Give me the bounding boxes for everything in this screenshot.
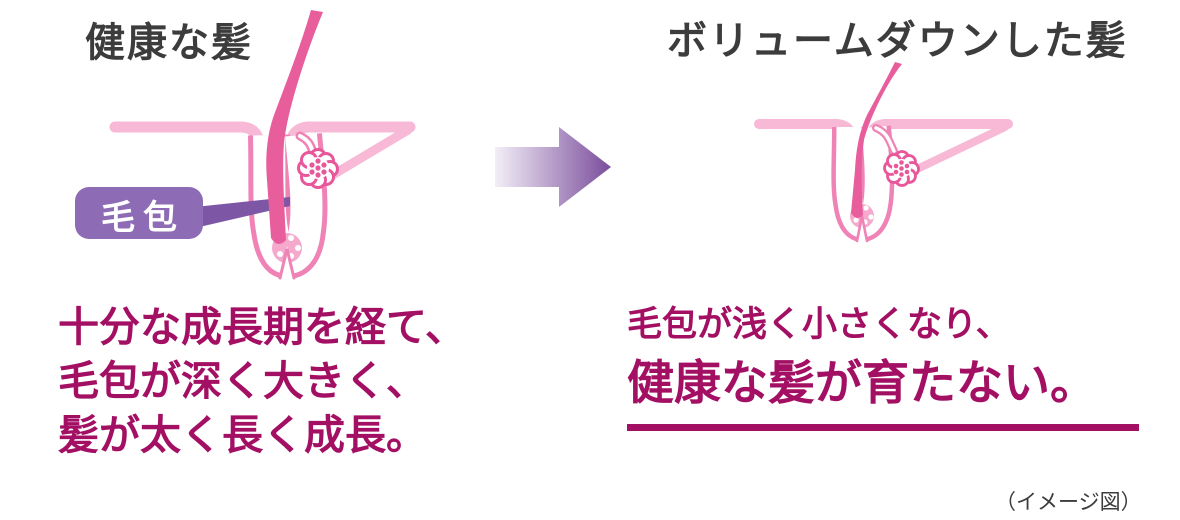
left-description-line: 髪が太く長く成長。 bbox=[58, 412, 427, 458]
emphasis-underline bbox=[627, 424, 1139, 431]
hair-shaft bbox=[851, 62, 902, 219]
left-description: 十分な成長期を経て、 毛包が深く大きく、 髪が太く長く成長。 bbox=[58, 300, 466, 462]
right-description: 毛包が浅く小さくなり、 健康な髪が育たない。 bbox=[627, 303, 1139, 431]
hair-shaft bbox=[266, 10, 323, 245]
sebaceous-duct bbox=[872, 124, 898, 155]
volume-down-follicle-illustration bbox=[754, 62, 1013, 245]
left-description-line: 十分な成長期を経て、 bbox=[58, 304, 466, 350]
sebaceous-gland bbox=[883, 150, 920, 187]
right-description-line: 毛包が浅く小さくなり、 bbox=[627, 305, 1011, 344]
transition-arrow-icon bbox=[495, 127, 611, 207]
right-description-emphasis: 健康な髪が育たない。 bbox=[627, 356, 1097, 409]
image-note-caption: （イメージ図） bbox=[995, 491, 1142, 514]
right-panel-title: ボリュームダウンした髪 bbox=[667, 19, 1128, 63]
follicle-callout: 毛包 bbox=[75, 187, 203, 239]
follicle-callout-label: 毛包 bbox=[101, 199, 185, 237]
left-panel-title: 健康な髪 bbox=[85, 21, 253, 65]
callout-pointer bbox=[195, 197, 290, 228]
left-description-line: 毛包が深く大きく、 bbox=[58, 358, 427, 404]
sebaceous-gland bbox=[297, 148, 339, 189]
healthy-follicle-illustration: 毛包 bbox=[75, 10, 416, 282]
